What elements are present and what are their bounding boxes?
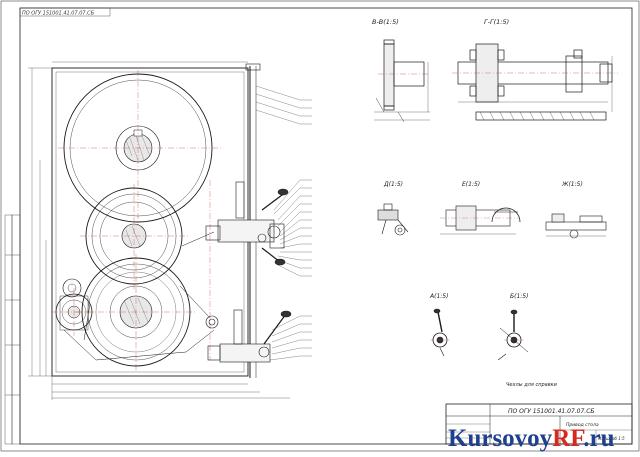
- label-view-d: Д(1:5): [383, 181, 403, 188]
- watermark-part2: RF: [552, 425, 585, 452]
- note-text: Чехлы для справки: [506, 382, 558, 388]
- view-b: [497, 309, 529, 361]
- svg-text:KursovoyRF.ru: KursovoyRF.ru: [448, 425, 615, 452]
- main-assembly-view: [28, 61, 290, 400]
- center-lines: [52, 70, 222, 370]
- view-zh: [545, 213, 607, 239]
- title-block-designation: ПО ОГУ 151001.41.07.07.СБ: [508, 408, 595, 415]
- watermark-part1: Kursovoy: [448, 425, 553, 452]
- view-e: [440, 205, 521, 235]
- stamp-top-text: ПО ОГУ 151001.41.07.07.СБ: [22, 11, 95, 17]
- title-block-scale: Масштаб 1:5: [598, 436, 625, 441]
- view-a: [430, 308, 450, 357]
- title-block: [445, 403, 633, 445]
- label-view-a: А(1:5): [429, 293, 448, 300]
- stamp-top-box: [19, 7, 111, 17]
- label-view-e: Е(1:5): [462, 181, 480, 188]
- watermark-part3: .ru: [583, 425, 614, 452]
- section-vv-view: [374, 39, 430, 123]
- watermark-logo: KursovoyRF.ru: [448, 425, 615, 452]
- section-gg-view: [452, 43, 618, 121]
- leader-lines: [255, 85, 301, 361]
- view-d: [377, 203, 409, 236]
- leader-shelves: [300, 99, 312, 357]
- control-mechanism: [205, 63, 292, 378]
- label-view-b: Б(1:5): [510, 293, 528, 300]
- belt-lines: [63, 231, 215, 361]
- label-section-gg: Г-Г(1:5): [484, 18, 509, 26]
- title-block-caption: Привод стола: [566, 422, 599, 428]
- label-view-zh: Ж(1:5): [561, 181, 583, 188]
- label-section-vv: В-В(1:5): [372, 18, 399, 26]
- left-margin-columns: [4, 214, 21, 445]
